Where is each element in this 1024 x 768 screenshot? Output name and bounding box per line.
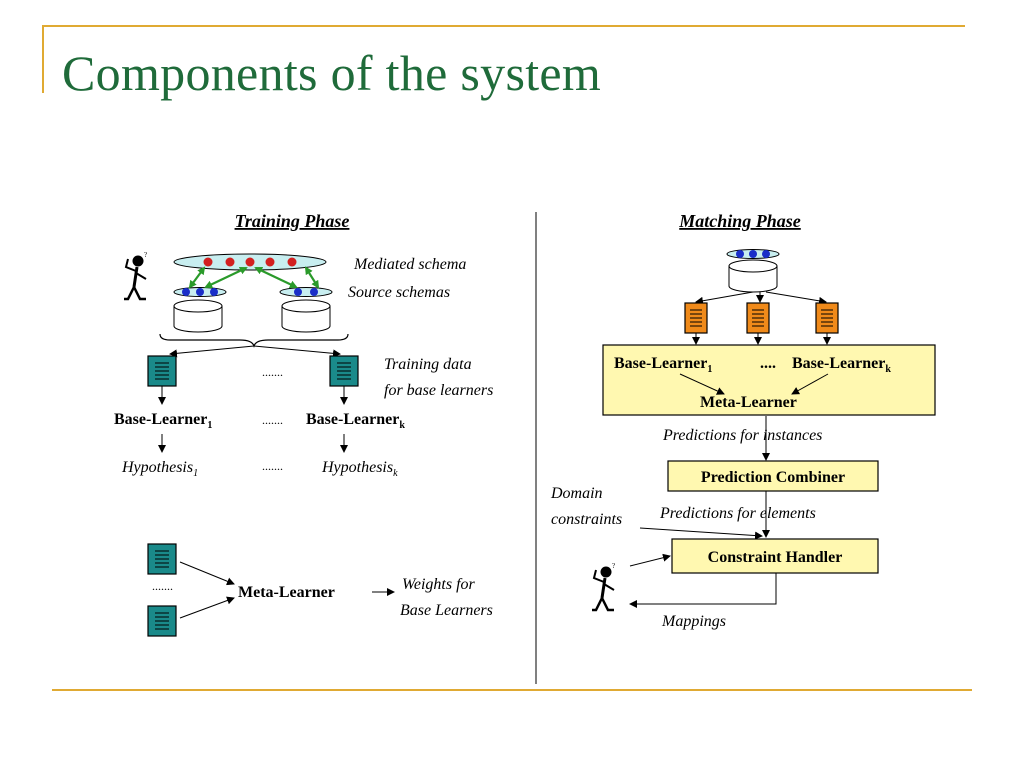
- prediction-combiner-box: [667, 460, 879, 492]
- user-figure-icon: [122, 249, 149, 301]
- training-data-label-1: Training data: [384, 356, 472, 373]
- dots-4: .......: [152, 579, 173, 593]
- schema-mapping-arrows: [188, 266, 320, 289]
- training-base-learner-1: Base-Learner1: [114, 411, 212, 431]
- training-base-learner-k: Base-Learnerk: [306, 411, 405, 431]
- matching-phase: Matching Phase Base-Learner1 .... Base-L…: [550, 211, 936, 630]
- matching-doc-2-icon: [746, 302, 770, 334]
- matching-phase-heading: Matching Phase: [678, 211, 801, 231]
- training-phase-heading: Training Phase: [235, 211, 350, 231]
- training-data-label-2: for base learners: [384, 382, 493, 399]
- mappings-label: Mappings: [661, 613, 726, 630]
- left-accent-rule: [42, 25, 44, 93]
- constraint-handler-label: Constraint Handler: [708, 549, 843, 566]
- weights-label-2: Base Learners: [400, 602, 493, 619]
- brace: [159, 333, 349, 348]
- source-schemas-label: Source schemas: [348, 284, 450, 301]
- source-schema-2: [279, 287, 333, 297]
- mediated-schema-nodes: [203, 257, 297, 267]
- weights-label-1: Weights for: [402, 576, 476, 593]
- training-meta-learner: Meta-Learner: [238, 584, 335, 601]
- training-data-k-icon: [329, 355, 359, 387]
- matching-meta-learner: Meta-Learner: [700, 394, 797, 411]
- matching-doc-1-icon: [684, 302, 708, 334]
- matching-dots: ....: [760, 355, 776, 372]
- matching-user-figure-icon: [590, 560, 617, 612]
- dots-2: .......: [262, 413, 283, 427]
- training-phase: Training Phase Mediated schema Source sc…: [114, 211, 493, 637]
- matching-base-learner-1: Base-Learner1: [614, 355, 712, 375]
- training-data-1-icon: [147, 355, 177, 387]
- matching-doc-3-icon: [815, 302, 839, 334]
- top-accent-rule: [42, 25, 965, 27]
- domain-constraints-label-2: constraints: [551, 511, 622, 528]
- domain-constraints-label-1: Domain: [550, 485, 603, 502]
- hypothesis-1: Hypothesis1: [121, 459, 198, 479]
- slide-title: Components of the system: [62, 45, 602, 101]
- source-db-2-icon: [281, 299, 331, 333]
- dots-3: .......: [262, 459, 283, 473]
- predictions-instances-label: Predictions for instances: [662, 427, 822, 444]
- predictions-elements-label: Predictions for elements: [659, 505, 816, 522]
- source-db-1-icon: [173, 299, 223, 333]
- mediated-schema-label: Mediated schema: [353, 256, 466, 273]
- prediction-combiner-label: Prediction Combiner: [701, 469, 845, 486]
- constraint-handler-box: [671, 538, 879, 574]
- meta-input-1-icon: [147, 543, 177, 575]
- meta-input-k-icon: [147, 605, 177, 637]
- learners-box: [602, 344, 936, 416]
- matching-db-icon: [728, 259, 778, 293]
- matching-base-learner-k: Base-Learnerk: [792, 355, 891, 375]
- hypothesis-k: Hypothesisk: [321, 459, 398, 479]
- dots-1: .......: [262, 365, 283, 379]
- bottom-accent-rule: [52, 689, 972, 691]
